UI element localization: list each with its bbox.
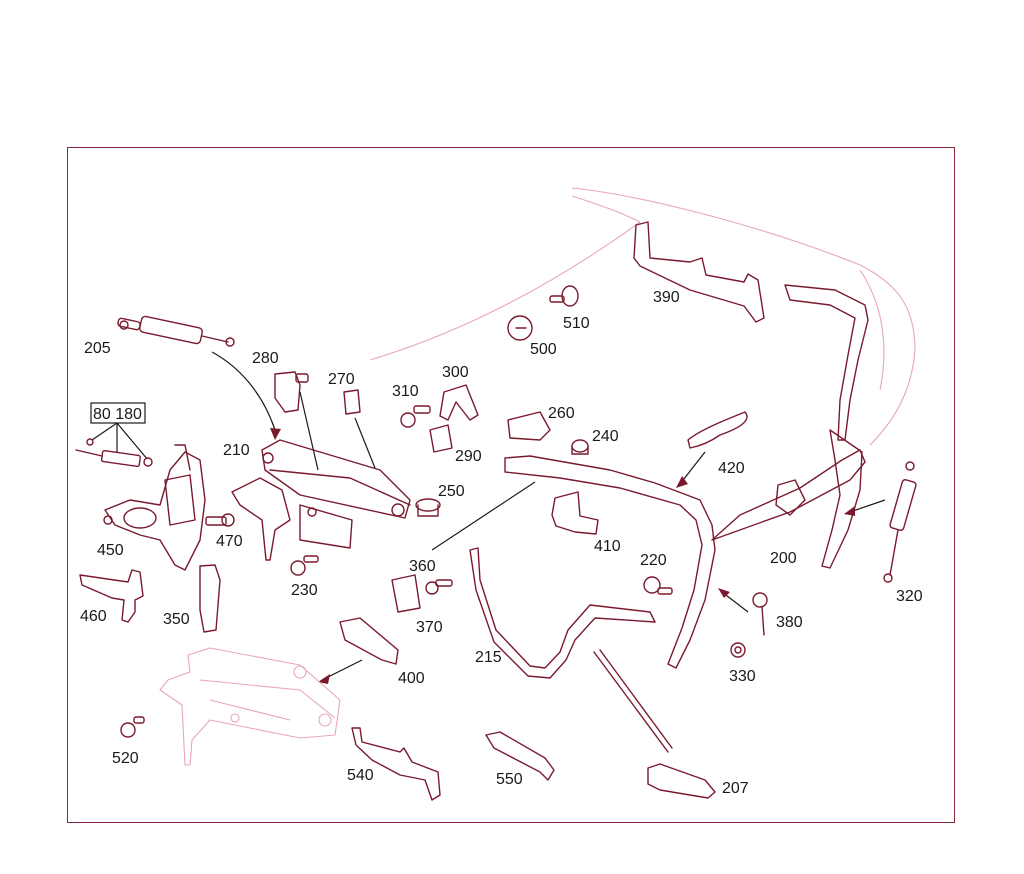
label-207: 207	[722, 780, 749, 797]
arrow-280	[299, 391, 319, 471]
part-310-bolt	[400, 405, 431, 428]
part-330-nut	[730, 642, 746, 658]
label-390: 390	[653, 289, 680, 306]
part-380	[752, 592, 768, 636]
part-260	[507, 411, 551, 441]
part-520-screw	[120, 716, 145, 738]
label-270: 270	[328, 371, 355, 388]
part-400	[339, 617, 399, 665]
part-470-bolt	[205, 513, 235, 527]
part-410-clip	[551, 491, 599, 535]
label-410: 410	[594, 538, 621, 555]
part-420-cable-tie	[687, 411, 748, 449]
label-520: 520	[112, 750, 139, 767]
label-540: 540	[347, 767, 374, 784]
label-470: 470	[216, 533, 243, 550]
part-207	[593, 649, 716, 799]
label-300: 300	[442, 364, 469, 381]
label-400: 400	[398, 670, 425, 687]
label-210: 210	[223, 442, 250, 459]
car-body-outline	[369, 187, 916, 446]
part-500	[507, 315, 533, 341]
label-240: 240	[592, 428, 619, 445]
diagram-frame	[67, 147, 955, 823]
label-230: 230	[291, 582, 318, 599]
label-500: 500	[530, 341, 557, 358]
part-300-clip	[439, 384, 479, 421]
part-370	[391, 574, 421, 613]
part-80-180-small	[75, 438, 153, 468]
part-270	[343, 389, 361, 415]
part-360-bolt	[425, 579, 453, 595]
part-290	[429, 424, 453, 453]
label-330: 330	[729, 668, 756, 685]
part-550	[485, 731, 555, 781]
part-220-bolt	[643, 576, 673, 595]
part-210-hinge	[231, 439, 411, 561]
label-370: 370	[416, 619, 443, 636]
part-390-bracket	[633, 221, 765, 323]
part-205-gas-strut	[117, 315, 235, 347]
label-280: 280	[252, 350, 279, 367]
label-260: 260	[548, 405, 575, 422]
label-420: 420	[718, 460, 745, 477]
part-280	[274, 371, 309, 413]
label-460: 460	[80, 608, 107, 625]
arrow-420	[679, 451, 706, 485]
label-380: 380	[776, 614, 803, 631]
label-360: 360	[409, 558, 436, 575]
label-290: 290	[455, 448, 482, 465]
part-230-screw	[290, 555, 319, 576]
part-250-nut	[415, 498, 441, 517]
part-450-latch	[103, 444, 206, 571]
label-320: 320	[896, 588, 923, 605]
part-540	[351, 727, 441, 801]
part-320-strut	[883, 461, 917, 583]
label-220: 220	[640, 552, 667, 569]
ghost-hinge-assembly	[159, 647, 341, 766]
part-350	[199, 564, 221, 633]
arrow-270	[354, 417, 376, 469]
part-510	[549, 285, 579, 307]
label-510: 510	[563, 315, 590, 332]
leader-360	[431, 481, 536, 551]
label-205: 205	[84, 340, 111, 357]
label-550: 550	[496, 771, 523, 788]
arrow-320	[849, 499, 886, 513]
box-80-180	[90, 402, 149, 461]
part-240	[571, 439, 589, 455]
arrow-205	[211, 351, 276, 431]
label-215: 215	[475, 649, 502, 666]
part-215-rod	[469, 547, 656, 679]
label-80-180: 80 180	[93, 406, 142, 423]
label-200: 200	[770, 550, 797, 567]
label-450: 450	[97, 542, 124, 559]
part-200-hoop	[504, 284, 869, 669]
part-460	[79, 569, 144, 623]
label-350: 350	[163, 611, 190, 628]
label-310: 310	[392, 383, 419, 400]
label-250: 250	[438, 483, 465, 500]
part-labels: 205 80 180 450 460 470 350 210 280 270 2…	[80, 289, 923, 797]
